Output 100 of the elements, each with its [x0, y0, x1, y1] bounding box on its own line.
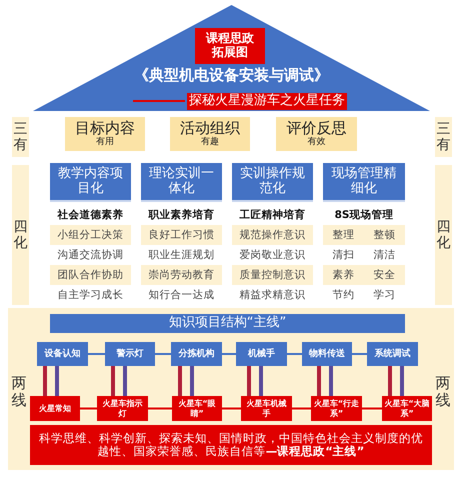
box-text: 实训操作规范化	[240, 166, 305, 196]
side-label-text: 三有	[436, 120, 450, 154]
goal-box	[65, 117, 145, 151]
side-band	[435, 165, 452, 305]
list-item: 安全	[374, 268, 396, 282]
title-bar	[50, 314, 405, 333]
process-box	[302, 342, 352, 366]
connector-line	[287, 353, 302, 355]
process-box	[171, 342, 222, 366]
list-heading: 社会道德素养	[58, 208, 124, 222]
task-box	[172, 396, 222, 421]
box-text: 系统调试	[374, 348, 410, 360]
box-text: 物料传送	[309, 348, 345, 360]
connector-line	[388, 366, 392, 396]
box-text: 现场管理精细化	[331, 166, 397, 196]
box-text: 机械手	[248, 348, 275, 360]
goal-box	[170, 117, 250, 151]
list-item: 质量控制意识	[240, 268, 306, 282]
box-text: 火星车“眼睛”	[177, 399, 217, 418]
list-item: 规范操作意识	[240, 228, 306, 242]
box-text: 分拣机构	[178, 348, 214, 360]
list-heading: 职业素养培育	[148, 208, 214, 222]
list-item: 清洁	[374, 248, 396, 262]
box-text: 课程思政拓展图	[204, 32, 255, 60]
connector-line	[400, 366, 404, 396]
goal-subtitle: 有趣	[201, 137, 219, 148]
box-text: 火星车指示灯	[102, 399, 144, 418]
connector-line	[155, 353, 171, 355]
side-band	[12, 117, 29, 157]
list-item: 整理	[332, 228, 354, 242]
list-heading: 8S现场管理	[334, 208, 394, 222]
side-label-text: 两线	[436, 374, 450, 410]
title-text: 《典型机电设备安装与调试》	[133, 67, 330, 84]
connector-line	[247, 366, 251, 396]
side-band	[435, 117, 452, 157]
connector-line	[222, 408, 241, 410]
connector-line	[148, 408, 172, 410]
list-item: 整顿	[374, 228, 396, 242]
goal-title: 评价反思	[286, 120, 346, 138]
header-box	[232, 163, 313, 202]
list-item: 团队合作协助	[58, 268, 124, 282]
process-box	[236, 342, 287, 366]
process-box	[105, 342, 155, 366]
connector-line	[111, 366, 115, 396]
header-box	[141, 163, 222, 202]
connector-line	[43, 366, 47, 396]
connector-line	[317, 366, 321, 396]
process-box	[367, 342, 418, 366]
list-item: 清扫	[332, 248, 354, 262]
header-box	[323, 163, 405, 202]
list-item: 小组分工决策	[58, 228, 124, 242]
list-item: 素养	[332, 268, 354, 282]
list-item: 精益求精意识	[240, 288, 306, 302]
side-band	[12, 165, 29, 305]
summary-bar	[30, 425, 432, 465]
goal-subtitle: 有用	[96, 137, 114, 148]
box-text: 火星车机械手	[246, 399, 288, 418]
process-box	[37, 342, 88, 366]
list-item: 知行合一达成	[148, 288, 214, 302]
box-text: 警示灯	[116, 348, 144, 360]
connector-line	[88, 353, 105, 355]
subtitle-text: 探秘火星漫游车之火星任务	[187, 93, 347, 110]
list-item: 崇尚劳动教育	[148, 268, 214, 282]
connector-line	[190, 366, 194, 396]
task-box	[30, 396, 80, 421]
goal-box	[276, 117, 357, 151]
box-text: 理论实训一体化	[149, 166, 214, 196]
connector-line	[80, 408, 97, 410]
list-item: 爱岗敬业意识	[240, 248, 306, 262]
goal-title: 目标内容	[75, 120, 135, 138]
box-text: 设备认知	[44, 348, 80, 360]
side-label-text: 三有	[14, 120, 28, 154]
connector-line	[259, 366, 263, 396]
header-box	[50, 163, 131, 202]
connector-line	[329, 366, 333, 396]
goal-title: 活动组织	[180, 120, 240, 138]
connector-line	[362, 408, 382, 410]
list-item: 自主学习成长	[58, 288, 124, 302]
list-item: 节约	[332, 288, 354, 302]
connector-line	[55, 366, 59, 396]
list-item: 良好工作习惯	[148, 228, 214, 242]
box-text: 知识项目结构“主线”	[168, 316, 286, 331]
connector-line	[352, 353, 367, 355]
list-item: 学习	[374, 288, 396, 302]
side-label-text: 四化	[436, 218, 450, 252]
list-heading: 工匠精神培育	[240, 208, 306, 222]
box-text: 火星车“大脑系”	[384, 399, 430, 418]
task-box	[241, 396, 292, 421]
side-label-text: 两线	[12, 374, 26, 410]
box-text: 火星常知	[39, 404, 71, 414]
tag-box	[195, 28, 265, 64]
task-box	[97, 396, 148, 421]
box-text: 科学思维、科学创新、探索未知、国情时政，中国特色社会主义制度的优越性、国家荣誉感、民族自信等—课程思政“主线”	[38, 432, 424, 458]
box-text: 火星车“行走系”	[313, 399, 360, 418]
connector-line	[123, 366, 127, 396]
connector-line	[178, 366, 182, 396]
list-item: 职业生涯规划	[148, 248, 214, 262]
side-label-text: 四化	[14, 218, 28, 252]
box-text: 教学内容项目化	[58, 166, 123, 196]
list-item: 沟通交流协调	[58, 248, 124, 262]
